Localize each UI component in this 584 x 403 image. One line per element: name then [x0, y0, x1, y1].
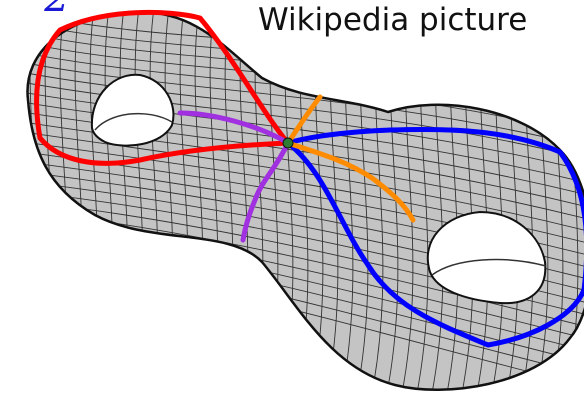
red-loop [34, 9, 291, 166]
mesh-line-long [27, 69, 584, 163]
mesh-line-long [27, 129, 584, 235]
purple-loop [177, 110, 292, 243]
blue-loop [285, 126, 584, 348]
math-fragment: − 2 [0, 0, 70, 18]
image-caption: Wikipedia picture [258, 2, 528, 38]
mesh-line-long [27, 79, 584, 175]
left-hole [90, 73, 175, 147]
mesh-line-cross [10, 0, 23, 403]
mesh-line-long [27, 59, 584, 151]
right-hole [426, 210, 547, 305]
mesh-line-long [27, 109, 584, 211]
orange-loop [284, 94, 416, 223]
basepoint-marker [282, 137, 294, 149]
